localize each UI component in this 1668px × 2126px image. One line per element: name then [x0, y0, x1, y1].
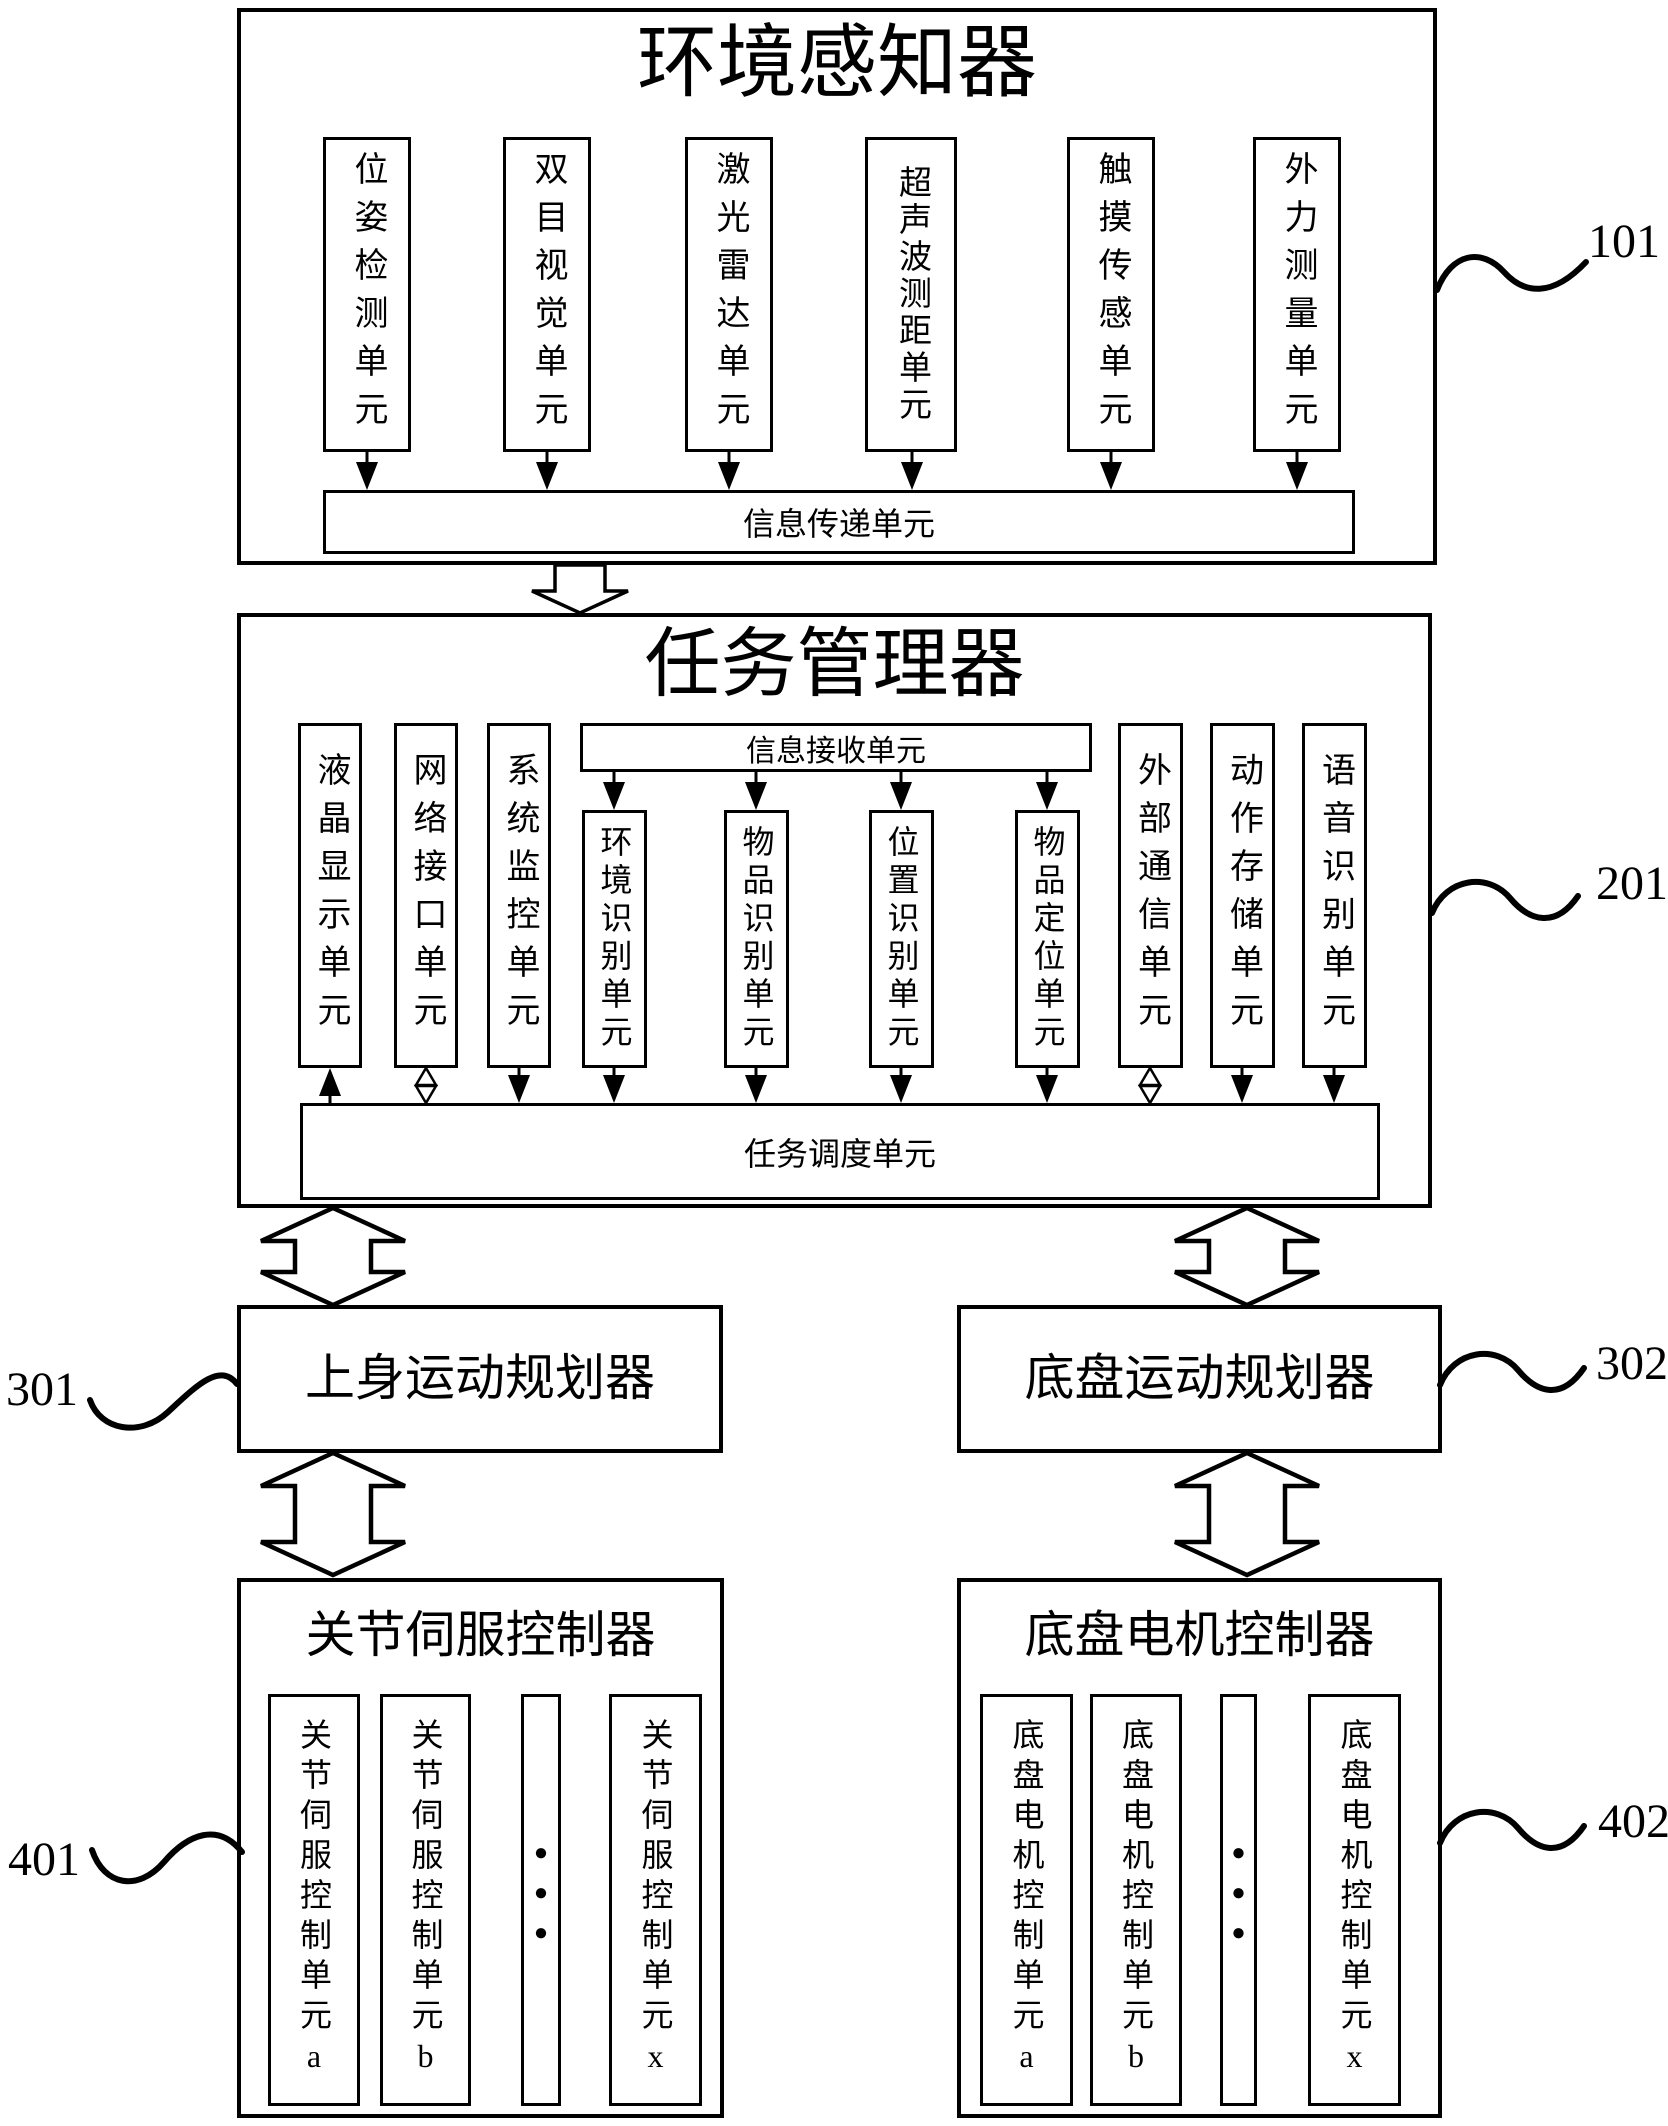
ref-label-401: 401: [8, 1833, 80, 1886]
network-interface-label: 网络接口单元: [408, 751, 445, 1040]
sensor-unit-label: 触摸传感单元: [1093, 150, 1130, 439]
squiggle-302: [1437, 1351, 1587, 1393]
ellipsis-dots: ●●●: [1225, 1840, 1252, 1960]
ref-label-402: 402: [1598, 1795, 1668, 1848]
sensor-unit-laser-radar: 激光雷达单元: [685, 137, 773, 452]
chassis-motor-control-unit-b: 底盘电机控制单元b: [1090, 1694, 1182, 2106]
chassis-motor-unit-label: 底盘电机控制单元b: [1118, 1718, 1154, 2082]
joint-servo-units-ellipsis: ●●●: [521, 1694, 561, 2106]
information-receive-unit: 信息接收单元: [580, 723, 1092, 772]
squiggle-201: [1429, 879, 1581, 921]
ref-label-201: 201: [1596, 857, 1668, 910]
sensor-unit-touch-sensing: 触摸传感单元: [1067, 137, 1155, 452]
chassis-motion-planner-title: 底盘运动规划器: [1024, 1350, 1375, 1406]
squiggle-101: [1434, 254, 1589, 293]
squiggle-301: [87, 1372, 240, 1431]
information-receive-label: 信息接收单元: [746, 734, 926, 768]
speech-recognition-unit: 语音识别单元: [1302, 723, 1367, 1068]
sensor-unit-label: 超声波测距单元: [893, 165, 930, 424]
object-locating-unit: 物品定位单元: [1015, 810, 1080, 1068]
external-communication-label: 外部通信单元: [1132, 751, 1170, 1040]
block-arrow-perceiver-to-manager: [531, 563, 629, 615]
task-schedule-label: 任务调度单元: [743, 1135, 936, 1172]
sensor-unit-pose-detection: 位姿检测单元: [323, 137, 411, 452]
information-transfer-label: 信息传递单元: [742, 506, 935, 542]
environment-perceiver-title: 环境感知器: [637, 20, 1037, 108]
external-communication-unit: 外部通信单元: [1118, 723, 1183, 1068]
information-transfer-unit: 信息传递单元: [323, 490, 1355, 554]
joint-servo-controller-title: 关节伺服控制器: [305, 1607, 656, 1663]
joint-servo-unit-label: 关节伺服控制单元b: [407, 1718, 444, 2082]
task-manager-title: 任务管理器: [644, 623, 1025, 707]
squiggle-402: [1437, 1809, 1587, 1851]
sensor-unit-ultrasonic-ranging: 超声波测距单元: [865, 137, 957, 452]
environment-perceiver-box: [237, 8, 1437, 565]
chassis-motor-units-ellipsis: ●●●: [1220, 1694, 1257, 2106]
joint-servo-control-unit-x: 关节伺服控制单元x: [609, 1694, 702, 2106]
chassis-motion-planner-box: 底盘运动规划器: [957, 1305, 1442, 1453]
squiggle-401: [89, 1831, 245, 1885]
ellipsis-dots: ●●●: [528, 1840, 554, 1960]
object-recognition-label: 物品识别单元: [738, 825, 775, 1053]
ref-label-302: 302: [1596, 1337, 1668, 1390]
joint-servo-unit-label: 关节伺服控制单元a: [296, 1718, 332, 2082]
sensor-unit-binocular-vision: 双目视觉单元: [503, 137, 591, 452]
chassis-motor-unit-label: 底盘电机控制单元x: [1336, 1718, 1373, 2082]
sensor-unit-label: 双目视觉单元: [529, 150, 566, 439]
chassis-motor-control-unit-a: 底盘电机控制单元a: [980, 1694, 1073, 2106]
object-locating-label: 物品定位单元: [1029, 825, 1066, 1053]
upper-body-motion-planner-box: 上身运动规划器: [237, 1305, 723, 1453]
ref-label-301: 301: [6, 1363, 78, 1416]
position-recognition-unit: 位置识别单元: [869, 810, 934, 1068]
object-recognition-unit: 物品识别单元: [724, 810, 789, 1068]
action-storage-label: 动作存储单元: [1224, 751, 1262, 1040]
chassis-motor-control-unit-x: 底盘电机控制单元x: [1308, 1694, 1401, 2106]
block-arrows-planners-controllers: [260, 1450, 1320, 1578]
action-storage-unit: 动作存储单元: [1210, 723, 1275, 1068]
sensor-unit-external-force: 外力测量单元: [1253, 137, 1341, 452]
chassis-motor-controller-title: 底盘电机控制器: [1024, 1607, 1375, 1663]
joint-servo-control-unit-b: 关节伺服控制单元b: [380, 1694, 471, 2106]
chassis-motor-unit-label: 底盘电机控制单元a: [1008, 1718, 1045, 2082]
upper-body-motion-planner-title: 上身运动规划器: [305, 1350, 655, 1406]
environment-recognition-unit: 环境识别单元: [582, 810, 647, 1068]
ref-label-101: 101: [1588, 215, 1660, 268]
environment-recognition-label: 环境识别单元: [596, 825, 633, 1053]
block-arrows-manager-planners: [260, 1205, 1320, 1308]
sensor-unit-label: 位姿检测单元: [349, 150, 386, 439]
task-schedule-unit: 任务调度单元: [300, 1103, 1380, 1200]
joint-servo-unit-label: 关节伺服控制单元x: [637, 1718, 674, 2082]
network-interface-unit: 网络接口单元: [394, 723, 458, 1068]
sensor-unit-label: 外力测量单元: [1279, 150, 1316, 439]
speech-recognition-label: 语音识别单元: [1316, 751, 1354, 1040]
position-recognition-label: 位置识别单元: [883, 825, 920, 1053]
joint-servo-control-unit-a: 关节伺服控制单元a: [268, 1694, 360, 2106]
sensor-unit-label: 激光雷达单元: [711, 150, 748, 439]
system-monitor-unit: 系统监控单元: [487, 723, 551, 1068]
lcd-display-unit: 液晶显示单元: [298, 723, 362, 1068]
system-monitor-label: 系统监控单元: [501, 751, 538, 1040]
lcd-display-label: 液晶显示单元: [312, 751, 349, 1040]
